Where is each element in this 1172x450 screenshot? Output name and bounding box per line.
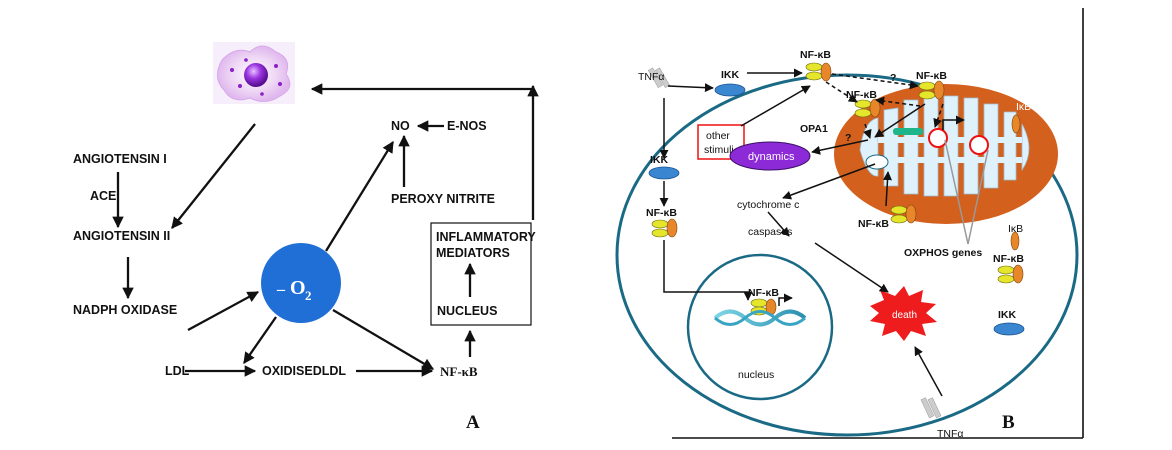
panel-a-arrows — [112, 83, 539, 377]
nfkb-label: NF-κB — [440, 364, 478, 379]
oxidised-ldl-label: OXIDISEDLDL — [262, 364, 346, 378]
dna-icon — [713, 293, 807, 327]
question-mark-2: ? — [845, 132, 851, 144]
nfkb-mito-top-label: NF-κB — [916, 70, 947, 82]
no-label: NO — [391, 119, 410, 133]
dynamics-ellipse — [729, 141, 811, 171]
panel-b-label: B — [1002, 412, 1015, 433]
nfkb-mid-label: NF-κB — [846, 89, 877, 101]
nfkb-nucleus-label: NF-κB — [748, 287, 779, 299]
panel-b-arrows — [659, 68, 965, 397]
nfkb-complex-right — [997, 264, 1024, 284]
nfkb-mito-bottom-label: NF-κB — [858, 218, 889, 230]
inflammatory-label: INFLAMMATORY — [436, 230, 536, 244]
ikk-top-label: IKK — [721, 69, 740, 81]
nfkb-top-label: NF-κB — [800, 49, 831, 61]
other-stimuli-label-1: other — [706, 130, 730, 142]
superoxide-o: O — [290, 277, 306, 299]
nucleus-circle — [686, 253, 834, 401]
peroxy-nitrite-label: PEROXY NITRITE — [391, 192, 495, 206]
macrophage-icon — [213, 42, 295, 104]
tnfa-bottom-label: TNFα — [937, 428, 963, 440]
angiotensin-ii-label: ANGIOTENSIN II — [73, 229, 170, 243]
nfkb-complex-mito-top — [918, 80, 945, 100]
ikk-right-label: IKK — [998, 309, 1017, 321]
nfkb-complex-nucleus — [750, 298, 777, 316]
ikb-mito-icon — [1011, 114, 1021, 134]
nfkb-left-label: NF-κB — [646, 207, 677, 219]
nadph-oxidase-label: NADPH OXIDASE — [73, 303, 177, 317]
mitochondrion-icon — [834, 84, 1058, 224]
question-mark-1: ? — [890, 72, 896, 84]
ikb-mito-label: IκB — [1016, 101, 1031, 113]
ikb-right-icon — [1010, 231, 1020, 251]
nfkb-complex-mid — [854, 98, 881, 118]
ikk-top-icon — [714, 83, 746, 97]
death-burst-icon — [870, 286, 937, 341]
superoxide-circle — [261, 243, 341, 323]
tnfa-top-label: TNFα — [638, 71, 664, 83]
cell-membrane — [615, 73, 1079, 437]
tnf-receptor-top — [647, 67, 670, 89]
nfkb-complex-top — [805, 62, 832, 82]
panel-a-label: A — [466, 412, 480, 433]
panel-b: other stimuli dynamics death TNFα IKK NF… — [615, 8, 1084, 440]
nfkb-complex-mito-bottom — [890, 204, 917, 224]
ikk-left-label: IKK — [650, 154, 669, 166]
angiotensin-i-label: ANGIOTENSIN I — [73, 152, 167, 166]
ldl-label: LDL — [165, 364, 190, 378]
superoxide-sub: 2 — [305, 288, 312, 303]
ikb-right-label: IκB — [1008, 223, 1023, 235]
nfkb-complex-left — [651, 218, 678, 238]
inflammatory-box — [430, 222, 532, 326]
other-stimuli-label-2: stimuli — [704, 144, 734, 156]
ace-label: ACE — [90, 189, 116, 203]
dynamics-label: dynamics — [748, 151, 795, 163]
ikk-left-icon — [648, 166, 680, 180]
ikk-right-icon — [993, 322, 1025, 336]
enos-label: E-NOS — [447, 119, 487, 133]
nucleus-label-a: NUCLEUS — [437, 304, 497, 318]
opa1-label: OPA1 — [800, 123, 828, 135]
nfkb-right-label: NF-κB — [993, 253, 1024, 265]
superoxide-minus: – — [276, 281, 286, 298]
mediators-label: MEDIATORS — [436, 246, 510, 260]
panel-a: ANGIOTENSIN I ACE ANGIOTENSIN II NADPH O… — [73, 42, 539, 433]
death-label: death — [892, 310, 917, 321]
cytochrome-c-label: cytochrome c — [737, 199, 799, 211]
oxphos-label: OXPHOS genes — [904, 247, 982, 259]
tnf-receptor-bottom — [920, 397, 942, 419]
nucleus-label-b: nucleus — [738, 369, 774, 381]
